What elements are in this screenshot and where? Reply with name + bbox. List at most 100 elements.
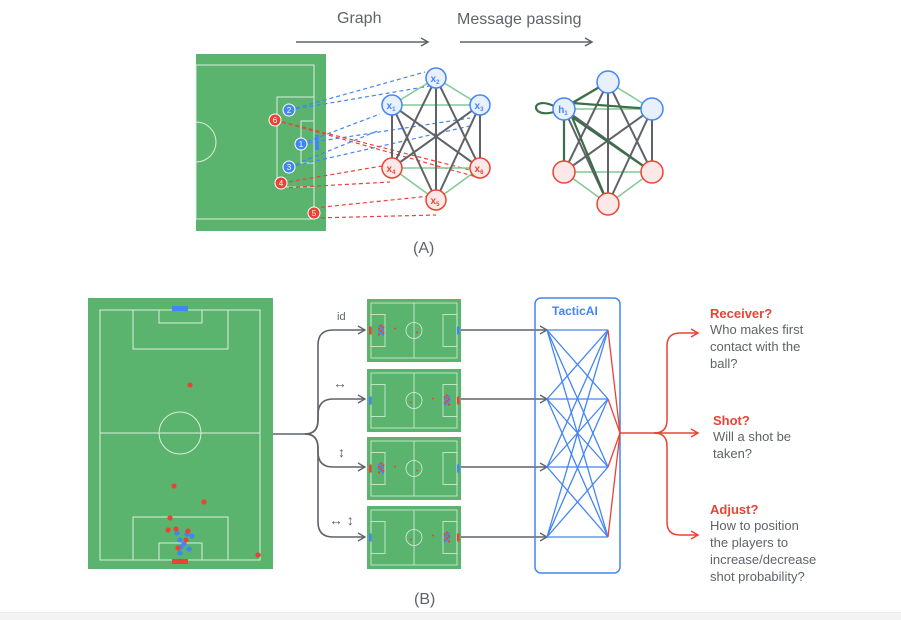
mini-player-red bbox=[377, 471, 381, 474]
svg-text:x4: x4 bbox=[387, 164, 397, 176]
mini-player-red bbox=[382, 331, 385, 334]
mini-player-red bbox=[447, 397, 451, 401]
player-dot-red bbox=[171, 483, 177, 489]
graph-edge-opponent bbox=[391, 77, 437, 169]
player-red: 5 bbox=[307, 206, 321, 220]
mini-player-blue bbox=[377, 463, 381, 466]
message-node bbox=[596, 70, 620, 94]
graph-edge-opponent bbox=[435, 77, 481, 169]
mini-player-red bbox=[445, 399, 448, 403]
mini-pitch bbox=[367, 437, 461, 500]
output-description: Who makes first contact with the ball? bbox=[710, 322, 804, 371]
goal-top bbox=[172, 306, 188, 311]
player-dot-red bbox=[173, 526, 179, 532]
player-dot-red bbox=[165, 527, 171, 533]
panel-b-caption: (B) bbox=[414, 591, 436, 608]
mini-player-red bbox=[443, 396, 446, 399]
mini-player-red bbox=[382, 464, 385, 467]
message-edge bbox=[571, 101, 653, 111]
graph-node-x5: x5 bbox=[425, 189, 447, 211]
mini-player-blue bbox=[443, 398, 447, 401]
mini-player-red bbox=[410, 401, 412, 404]
mini-player-red bbox=[416, 469, 418, 472]
graph-edge-opponent bbox=[435, 104, 481, 201]
graph-edge-opponent bbox=[391, 104, 481, 169]
panel-a-caption: (A) bbox=[413, 240, 435, 257]
graph-node-x1: x1 bbox=[381, 94, 403, 116]
goal-bottom bbox=[172, 559, 188, 564]
mini-player-blue bbox=[447, 400, 451, 403]
mini-player-blue bbox=[447, 395, 451, 398]
output-description: Will a shot be taken? bbox=[713, 429, 792, 461]
svg-text:2: 2 bbox=[287, 106, 292, 115]
mini-player-red bbox=[380, 467, 383, 471]
mini-player-red bbox=[377, 465, 381, 469]
mini-player-red bbox=[432, 397, 434, 400]
graph-node-x6: x6 bbox=[469, 157, 491, 179]
mini-player-blue bbox=[379, 469, 383, 473]
network-connection bbox=[546, 329, 609, 538]
svg-text:x6: x6 bbox=[475, 164, 485, 176]
mini-player-red bbox=[380, 324, 383, 327]
svg-text:1: 1 bbox=[299, 140, 304, 149]
mini-player-red bbox=[394, 465, 396, 468]
main-pitch-players bbox=[165, 382, 261, 558]
message-passing-graph: h1 bbox=[535, 70, 664, 216]
mini-player-red bbox=[410, 538, 412, 541]
mini-player-red bbox=[443, 401, 446, 404]
branch-connectors bbox=[273, 325, 367, 542]
mini-player-blue bbox=[443, 535, 447, 538]
mini-player-blue bbox=[377, 325, 381, 328]
mini-pitch bbox=[367, 369, 461, 432]
svg-text:x5: x5 bbox=[431, 196, 441, 208]
mini-player-blue bbox=[381, 471, 385, 474]
svg-text:6: 6 bbox=[273, 116, 278, 125]
mini-player-red bbox=[445, 531, 448, 534]
mini-player-blue bbox=[379, 326, 383, 330]
network-connection bbox=[546, 329, 609, 400]
mini-player-blue bbox=[445, 396, 449, 400]
player-dot-blue bbox=[177, 550, 183, 556]
network-connection bbox=[546, 466, 609, 538]
graph-node-x4: x4 bbox=[381, 157, 403, 179]
mini-player-blue bbox=[381, 466, 385, 469]
mini-player-red bbox=[382, 469, 385, 472]
graph-node-x3: x3 bbox=[469, 94, 491, 116]
mini-player-red bbox=[382, 326, 385, 329]
mini-player-red bbox=[447, 534, 451, 538]
mini-player-blue bbox=[377, 330, 381, 333]
mini-player-blue bbox=[381, 333, 385, 336]
player-red: 6 bbox=[268, 113, 282, 127]
goal-marker bbox=[315, 135, 319, 150]
message-passing-header: Message passing bbox=[457, 11, 582, 28]
self-loop-edge bbox=[535, 102, 555, 115]
mini-pitch bbox=[367, 506, 461, 569]
mini-player-blue bbox=[443, 540, 447, 543]
mini-player-blue bbox=[445, 538, 449, 542]
output-brace bbox=[620, 328, 700, 540]
mini-player-red bbox=[377, 333, 381, 336]
player-blue: 2 bbox=[282, 103, 296, 117]
mini-player-red bbox=[445, 394, 448, 397]
message-edge bbox=[571, 116, 653, 173]
player-dot-red bbox=[255, 552, 261, 558]
player-dot-red bbox=[175, 545, 181, 551]
message-node bbox=[596, 192, 620, 216]
message-node bbox=[640, 97, 664, 121]
mini-player-blue bbox=[379, 464, 383, 468]
model-input-arrows bbox=[461, 325, 549, 542]
output-title: Adjust? bbox=[710, 502, 759, 517]
transform-label-vertical-flip: ↕ bbox=[338, 444, 345, 460]
output-shot: Shot? Will a shot be taken? bbox=[713, 413, 853, 462]
player-dot-blue bbox=[177, 537, 183, 543]
transform-label-horizontal-flip: ↔ bbox=[333, 375, 347, 391]
graph-header: Graph bbox=[337, 10, 382, 27]
transform-label-identity: id bbox=[337, 311, 346, 323]
svg-text:3: 3 bbox=[287, 163, 292, 172]
svg-text:x3: x3 bbox=[475, 101, 485, 113]
bottom-divider bbox=[0, 612, 901, 620]
mini-pitch bbox=[367, 299, 461, 362]
player-dot-red bbox=[183, 537, 189, 543]
